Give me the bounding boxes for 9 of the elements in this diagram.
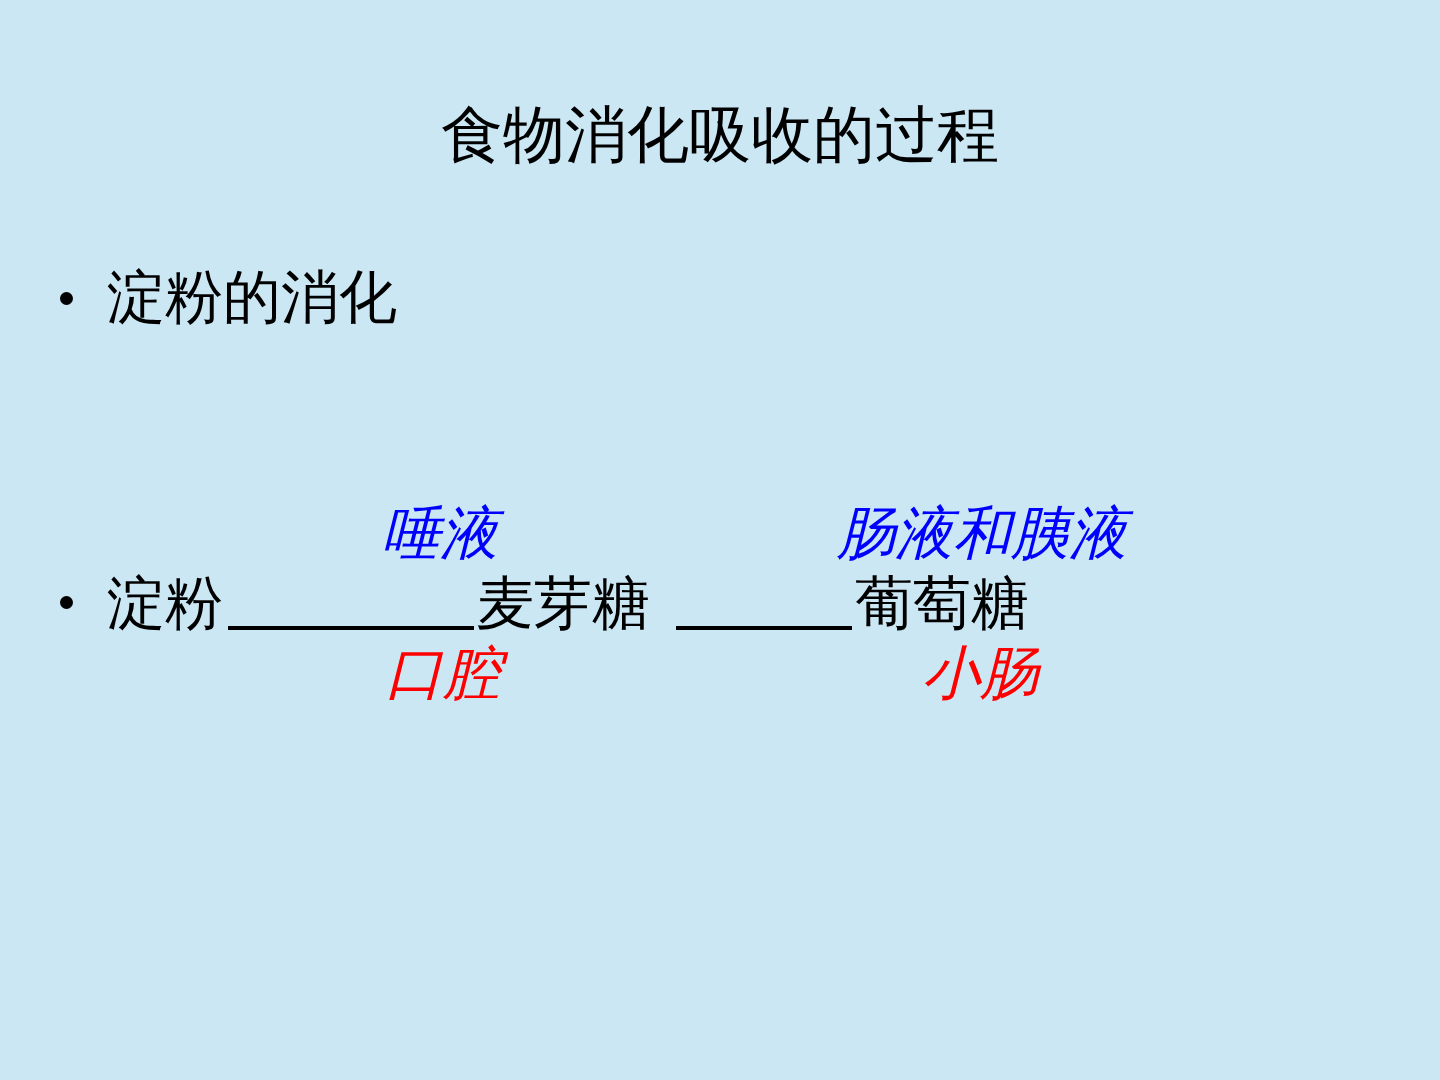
bullet-text: 葡萄糖 [855,574,1029,632]
enzyme-label: 肠液和胰液 [827,502,1137,566]
organ-label: 小肠 [912,642,1048,706]
enzyme-label: 唾液 [372,502,508,566]
organ-label: 口腔 [375,642,511,706]
bullet-text: 淀粉 [107,574,223,632]
bullet-text: 淀粉的消化 [107,268,397,326]
bullet-text: 麦芽糖 [476,574,650,632]
slide-title: 食物消化吸收的过程 [441,104,999,166]
